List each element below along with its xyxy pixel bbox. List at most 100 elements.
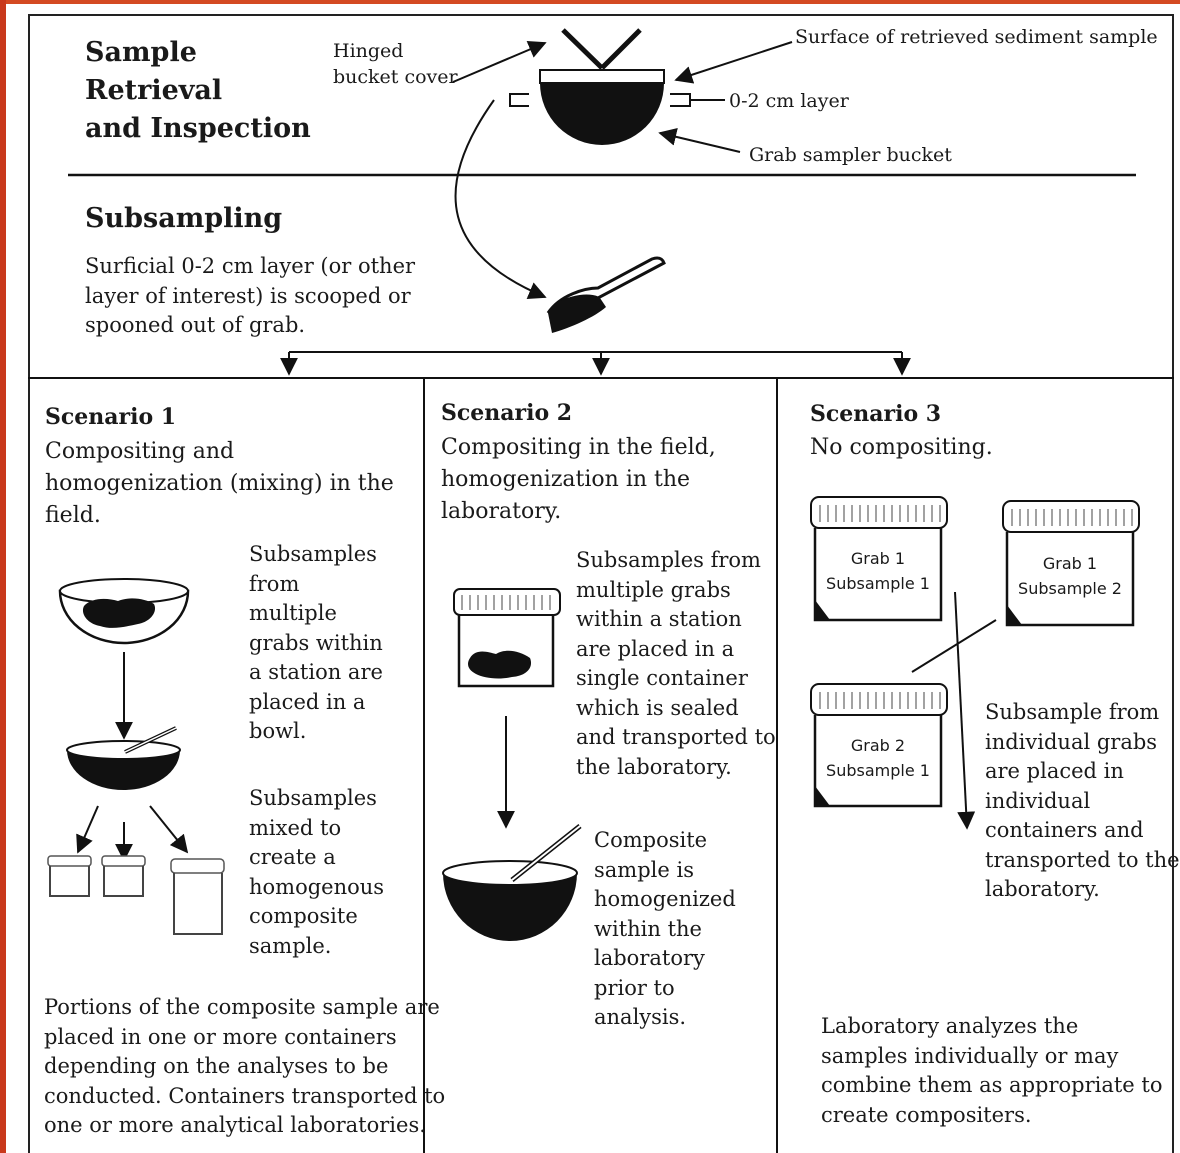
scenario1-placement-line: grabs within [249, 630, 383, 655]
scenario1-placement-text: Subsamples from multiple grabs within a … [249, 540, 383, 747]
scenario1-mixing-line: composite [249, 904, 358, 928]
jar-label-grab2-sub1: Grab 2 Subsample 1 [818, 733, 938, 783]
scenario3-placement-line: individual [985, 788, 1091, 813]
scenario3-footer-line: create compositers. [821, 1102, 1032, 1127]
scenario3-connector-line [911, 619, 997, 673]
scenario1-small-jar-icon [47, 855, 92, 897]
retrieval-title-line: Retrieval [85, 75, 223, 106]
subsampling-description-line: Surficial 0-2 cm layer (or other [85, 254, 416, 278]
scenario3-down-arrow [954, 591, 976, 830]
scoop-curve-arrow [454, 99, 547, 300]
top-edge-strip [0, 0, 1180, 4]
scenario3-placement-line: laboratory. [985, 877, 1100, 901]
scenario1-footer-line: Portions of the composite sample are [44, 995, 440, 1019]
scenario2-placement-text: Subsamples from multiple grabs within a … [576, 546, 776, 782]
scenario1-description-line: field. [45, 503, 101, 528]
subsampling-title: Subsampling [85, 203, 283, 234]
hinged-cover-label-line: bucket cover [333, 66, 458, 88]
scenario1-large-jar-icon [170, 858, 225, 935]
jar-label-line: Grab 1 [850, 549, 906, 568]
scenario1-footer-line: placed in one or more containers [44, 1024, 397, 1049]
scenario1-small-jar-icon [101, 855, 146, 897]
scenario1-mixing-line: sample. [249, 933, 332, 958]
scenario2-description-line: Compositing in the field, [441, 435, 716, 460]
jar-label-line: Subsample 2 [1018, 579, 1122, 598]
jar-label-grab1-sub1: Grab 1 Subsample 1 [818, 546, 938, 596]
jar-label-line: Grab 2 [850, 736, 906, 755]
scenario2-homogenize-line: homogenized [594, 887, 736, 911]
scenario2-description-line: homogenization in the [441, 467, 691, 492]
scenario1-mixing-line: create a [249, 845, 336, 869]
scenario1-footer-line: conducted. Containers transported to [44, 1083, 446, 1108]
scenario1-split-arrow-right [149, 805, 189, 854]
scenario1-mixing-line: mixed to [249, 815, 342, 840]
scenario1-mixing-line: Subsamples [249, 786, 377, 810]
subsampling-description-line: layer of interest) is scooped or [85, 283, 411, 308]
scenario3-jar-grab1-sub1-icon [810, 496, 948, 622]
scenario2-placement-line: multiple grabs [576, 577, 731, 602]
scenario2-homogenize-line: laboratory [594, 946, 705, 970]
scenario2-description-line: laboratory. [441, 499, 562, 524]
scenario2-placement-line: Subsamples from [576, 548, 761, 572]
left-edge-strip [0, 0, 6, 1153]
scenario2-placement-line: single container [576, 666, 748, 690]
layer-label: 0-2 cm layer [729, 90, 849, 112]
scenario2-sealed-jar-icon [453, 588, 561, 688]
scenario3-description: No compositing. [810, 435, 993, 460]
scenario1-description: Compositing and homogenization (mixing) … [45, 436, 394, 532]
scenario3-placement-line: transported to the [985, 847, 1180, 872]
scenario1-placement-line: Subsamples [249, 542, 377, 566]
scenario2-homogenize-line: sample is [594, 857, 694, 882]
scenario3-jar-grab1-sub2-icon [1002, 500, 1140, 627]
scenario3-placement-line: individual grabs [985, 729, 1158, 754]
surface-arrow [674, 41, 793, 84]
scenario3-placement-line: Subsample from [985, 700, 1160, 724]
bucket-label: Grab sampler bucket [749, 144, 952, 166]
diagram-frame [28, 14, 1174, 1153]
scenario1-placement-line: a station are [249, 660, 383, 684]
scenario3-jar-grab2-sub1-icon [810, 683, 948, 808]
scenario1-description-line: homogenization (mixing) in the [45, 471, 394, 496]
jar-label-line: Subsample 1 [826, 574, 930, 593]
scenario1-placement-line: from [249, 571, 300, 596]
scenario3-footer-line: samples individually or may [821, 1043, 1119, 1068]
scenario2-placement-line: the laboratory. [576, 754, 732, 779]
scenario1-placement-line: bowl. [249, 719, 307, 743]
scenario2-homogenize-line: within the [594, 916, 702, 941]
scenario1-mixing-text: Subsamples mixed to create a homogenous … [249, 784, 384, 961]
scenario2-homogenizing-bowl-icon [442, 824, 582, 941]
scenario1-placement-line: multiple [249, 601, 337, 625]
hinged-cover-label-line: Hinged [333, 40, 404, 62]
scenario1-title: Scenario 1 [45, 404, 177, 430]
scenario2-homogenize-line: Composite [594, 828, 708, 852]
scenario2-homogenize-text: Composite sample is homogenized within t… [594, 826, 736, 1033]
scoop-icon [546, 256, 666, 333]
subsampling-description: Surficial 0-2 cm layer (or other layer o… [85, 252, 415, 341]
surface-label: Surface of retrieved sediment sample [795, 26, 1158, 48]
retrieval-title-line: and Inspection [85, 113, 311, 144]
scenario1-description-line: Compositing and [45, 439, 235, 464]
grab-sampler-bucket-icon [509, 28, 725, 145]
scenario2-placement-line: which is sealed [576, 695, 739, 720]
scenario1-footer: Portions of the composite sample are pla… [44, 993, 445, 1141]
scenario-branch-arrows [280, 351, 911, 376]
scenario3-footer-line: Laboratory analyzes the [821, 1014, 1079, 1038]
scenario1-footer-line: one or more analytical laboratories. [44, 1113, 426, 1137]
scenario3-footer-line: combine them as appropriate to [821, 1073, 1163, 1097]
scenario2-homogenize-line: analysis. [594, 1005, 687, 1029]
scenario1-mixing-bowl-icon [66, 726, 181, 790]
scenario3-placement-text: Subsample from individual grabs are plac… [985, 698, 1180, 905]
scenario2-homogenize-line: prior to [594, 975, 675, 1000]
scenario3-placement-line: are placed in [985, 759, 1124, 783]
scenario3-title: Scenario 3 [810, 401, 942, 427]
jar-label-grab1-sub2: Grab 1 Subsample 2 [1010, 551, 1130, 601]
retrieval-title-line: Sample [85, 37, 197, 68]
scenario3-footer: Laboratory analyzes the samples individu… [821, 1012, 1163, 1130]
scenario1-bowl-with-sediment-icon [58, 578, 190, 645]
bucket-arrow [658, 127, 741, 153]
scenario1-footer-line: depending on the analyses to be [44, 1054, 389, 1078]
scenario2-placement-line: within a station [576, 607, 742, 631]
scenario2-placement-line: are placed in a [576, 636, 735, 661]
scenario2-title: Scenario 2 [441, 400, 573, 426]
